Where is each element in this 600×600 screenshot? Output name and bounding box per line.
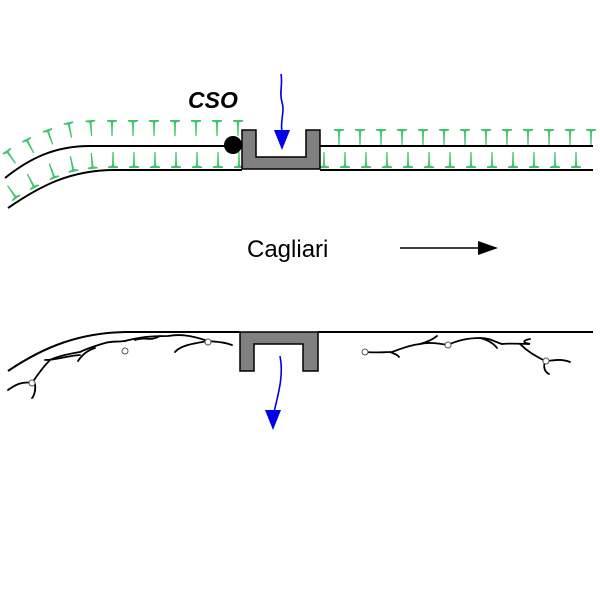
cso-outfall-dot bbox=[224, 136, 242, 154]
lower-bank-line-left bbox=[7, 169, 242, 209]
vegetation-tick bbox=[85, 119, 97, 137]
vegetation-tick bbox=[418, 129, 428, 145]
vegetation-tick bbox=[3, 182, 21, 202]
vegetation-tick bbox=[508, 152, 518, 168]
vegetation-tick bbox=[355, 129, 365, 145]
vegetation-tick bbox=[42, 127, 58, 147]
vegetation-tick bbox=[334, 129, 344, 145]
vegetation-tick bbox=[481, 129, 491, 145]
vegetation-tick bbox=[44, 161, 60, 181]
root-network-right bbox=[361, 335, 571, 375]
vegetation-tick bbox=[2, 147, 20, 167]
direction-arrow-head bbox=[478, 241, 498, 255]
vegetation-tick bbox=[150, 152, 160, 168]
vegetation-tick bbox=[170, 120, 180, 136]
vegetation-tick bbox=[191, 120, 201, 136]
vegetation-tick bbox=[466, 152, 476, 168]
cso-label: CSO bbox=[188, 87, 238, 113]
vegetation-tick bbox=[149, 120, 159, 136]
top-panel: CSO bbox=[2, 73, 596, 209]
city-label: Cagliari bbox=[247, 236, 328, 263]
root-node bbox=[28, 379, 36, 387]
vegetation-tick bbox=[340, 152, 350, 168]
vegetation-tick bbox=[128, 120, 138, 136]
vegetation-tick bbox=[129, 152, 139, 168]
root-node bbox=[444, 341, 452, 349]
outflow-arrow-head bbox=[265, 410, 281, 430]
vegetation-tick bbox=[21, 136, 39, 156]
vegetation-tick bbox=[403, 152, 413, 168]
inflow-arrow-shaft bbox=[280, 73, 284, 133]
upper-bank-line-left bbox=[4, 145, 232, 179]
vegetation-tick bbox=[424, 152, 434, 168]
root-node bbox=[121, 347, 129, 355]
bottom-panel bbox=[7, 331, 593, 430]
vegetation-tick bbox=[550, 152, 560, 168]
outflow-arrow-shaft bbox=[273, 355, 283, 413]
vegetation-tick bbox=[63, 121, 77, 139]
vegetation-tick bbox=[487, 152, 497, 168]
vegetation-tick bbox=[586, 129, 596, 145]
vegetation-tick bbox=[439, 129, 449, 145]
vegetation-tick bbox=[213, 152, 223, 168]
vegetation-tick bbox=[502, 129, 512, 145]
vegetation-tick bbox=[22, 171, 40, 191]
vegetation-tick bbox=[361, 152, 371, 168]
vegetation-tick bbox=[65, 155, 79, 173]
vegetation-tick bbox=[192, 152, 202, 168]
vegetation-tick bbox=[107, 120, 117, 136]
vegetation-tick bbox=[376, 129, 386, 145]
vegetation-tick bbox=[523, 129, 533, 145]
vegetation-tick bbox=[382, 152, 392, 168]
vegetation-tick bbox=[445, 152, 455, 168]
root-node bbox=[204, 338, 212, 346]
direction-indicator: Cagliari bbox=[247, 236, 498, 263]
open-channel bbox=[241, 129, 321, 170]
vegetation-tick bbox=[86, 152, 98, 170]
vegetation-tick bbox=[460, 129, 470, 145]
inverted-channel bbox=[239, 331, 319, 372]
vegetation-tick bbox=[565, 129, 575, 145]
vegetation-tick bbox=[571, 152, 581, 168]
vegetation-tick bbox=[171, 152, 181, 168]
vegetation-tick bbox=[544, 129, 554, 145]
vegetation-tick bbox=[397, 129, 407, 145]
ground-line-left bbox=[7, 331, 240, 372]
vegetation-tick bbox=[108, 152, 118, 168]
root-network-left bbox=[7, 334, 233, 399]
vegetation-tick bbox=[212, 120, 222, 136]
root-node bbox=[542, 357, 550, 365]
vegetation-tick bbox=[529, 152, 539, 168]
root-node bbox=[361, 348, 369, 356]
inflow-arrow-head bbox=[274, 130, 290, 150]
